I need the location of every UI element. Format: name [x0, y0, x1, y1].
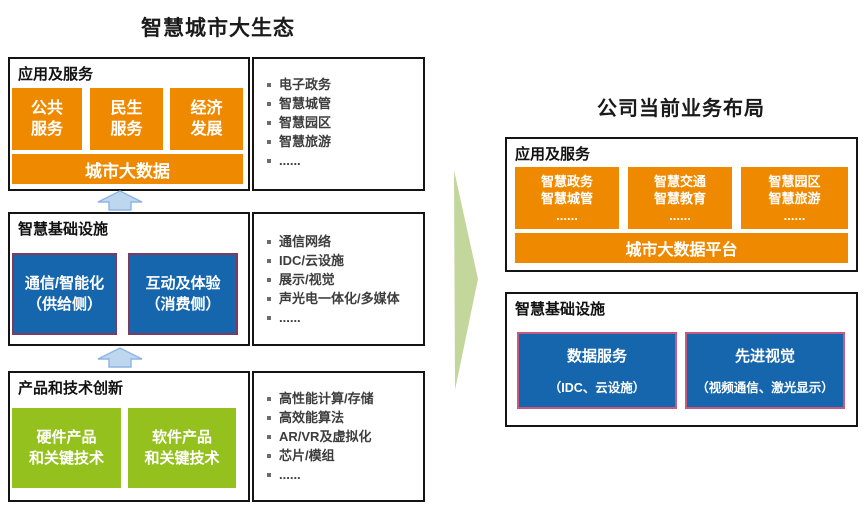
bullet-icon — [267, 102, 271, 106]
current-infrastructure-panel: 智慧基础设施 数据服务 （IDC、云设施） 先进视觉 （视频通信、激光显示） — [505, 292, 858, 427]
livelihood-services-box: 民生 服务 — [90, 88, 163, 150]
smart-infrastructure-label: 智慧基础设施 — [18, 221, 109, 238]
list-item: 通信网络 — [267, 232, 419, 251]
data-services-sub: （IDC、云设施） — [548, 381, 646, 395]
bullet-icon — [267, 159, 271, 163]
list-item: 展示/视觉 — [267, 270, 419, 289]
current-apps-services-label: 应用及服务 — [515, 146, 591, 163]
list-item: 智慧城管 — [267, 94, 419, 113]
advanced-vision-box: 先进视觉 （视频通信、激光显示） — [685, 332, 845, 409]
bullet-icon — [267, 140, 271, 144]
smart-govt-citymgmt-box: 智慧政务 智慧城管 ...... — [515, 167, 619, 229]
list-item: 智慧旅游 — [267, 132, 419, 151]
apps-services-examples: 电子政务 智慧城管 智慧园区 智慧旅游 ...... — [252, 57, 425, 191]
public-services-box: 公共 服务 — [12, 88, 82, 150]
list-item: AR/VR及虚拟化 — [267, 427, 419, 446]
ecosystem-title: 智慧城市大生态 — [141, 17, 295, 40]
bullet-icon — [267, 121, 271, 125]
list-item: 声光电一体化/多媒体 — [267, 289, 419, 308]
bullet-icon — [267, 397, 271, 401]
up-arrow-icon — [97, 190, 143, 211]
smart-infrastructure-panel: 智慧基础设施 通信/智能化 （供给侧） 互动及体验 （消费侧） — [8, 212, 250, 346]
current-apps-services-panel: 应用及服务 智慧政务 智慧城管 ...... 智慧交通 智慧教育 ...... … — [505, 137, 858, 272]
bullet-icon — [267, 83, 271, 87]
list-item: ...... — [267, 151, 419, 170]
list-item: 高效能算法 — [267, 408, 419, 427]
bullet-icon — [267, 259, 271, 263]
advanced-vision-sub: （视频通信、激光显示） — [696, 381, 834, 395]
communication-supply-box: 通信/智能化 （供给侧） — [12, 253, 117, 335]
bullet-icon — [267, 297, 271, 301]
list-item: ...... — [267, 465, 419, 484]
advanced-vision-title: 先进视觉 — [734, 348, 795, 365]
city-bigdata-platform-box: 城市大数据平台 — [515, 233, 848, 263]
technology-examples: 高性能计算/存储 高效能算法 AR/VR及虚拟化 芯片/模组 ...... — [252, 371, 425, 502]
list-item: 智慧园区 — [267, 113, 419, 132]
interaction-consumer-box: 互动及体验 （消费侧） — [128, 253, 238, 335]
list-item: 芯片/模组 — [267, 446, 419, 465]
economic-development-box: 经济 发展 — [170, 88, 243, 150]
bullet-icon — [267, 454, 271, 458]
bullet-icon — [267, 316, 271, 320]
hardware-products-box: 硬件产品 和关键技术 — [12, 408, 121, 488]
bullet-icon — [267, 416, 271, 420]
bullet-icon — [267, 473, 271, 477]
apps-services-panel: 应用及服务 公共 服务 民生 服务 经济 发展 城市大数据 — [8, 57, 250, 191]
smart-park-tourism-box: 智慧园区 智慧旅游 ...... — [741, 167, 848, 229]
product-tech-innovation-panel: 产品和技术创新 硬件产品 和关键技术 软件产品 和关键技术 — [8, 371, 250, 502]
apps-services-label: 应用及服务 — [18, 66, 94, 83]
list-item: IDC/云设施 — [267, 251, 419, 270]
bullet-icon — [267, 240, 271, 244]
business-layout-title: 公司当前业务布局 — [597, 98, 765, 120]
list-item: ...... — [267, 308, 419, 327]
current-infrastructure-label: 智慧基础设施 — [515, 301, 606, 318]
infrastructure-examples: 通信网络 IDC/云设施 展示/视觉 声光电一体化/多媒体 ...... — [252, 212, 425, 346]
list-item: 高性能计算/存储 — [267, 389, 419, 408]
up-arrow-icon — [97, 347, 143, 368]
city-bigdata-box: 城市大数据 — [12, 154, 243, 184]
list-item: 电子政务 — [267, 75, 419, 94]
data-services-title: 数据服务 — [566, 348, 627, 365]
bullet-icon — [267, 435, 271, 439]
data-services-box: 数据服务 （IDC、云设施） — [517, 332, 677, 409]
smart-transport-education-box: 智慧交通 智慧教育 ...... — [628, 167, 732, 229]
product-tech-innovation-label: 产品和技术创新 — [18, 380, 124, 397]
flow-arrow-icon — [454, 170, 478, 390]
bullet-icon — [267, 278, 271, 282]
software-products-box: 软件产品 和关键技术 — [128, 408, 236, 488]
